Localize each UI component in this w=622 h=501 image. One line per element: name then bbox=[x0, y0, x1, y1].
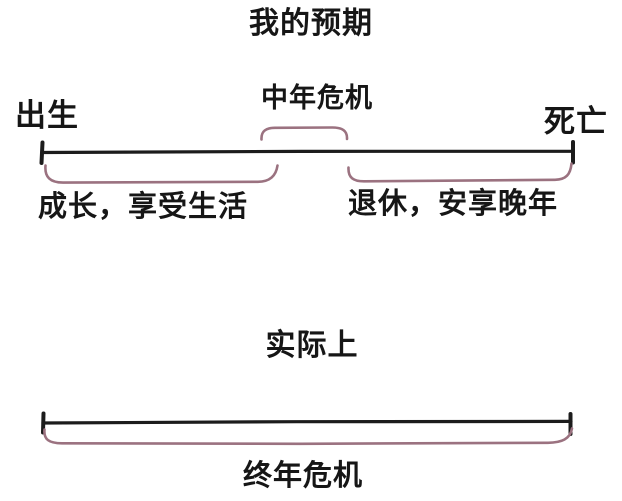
death-label: 死亡 bbox=[544, 104, 608, 140]
midlife-brace bbox=[260, 126, 349, 141]
reality-left-tick bbox=[41, 411, 46, 435]
lifelong-crisis-label: 终年危机 bbox=[242, 458, 364, 492]
growth-brace bbox=[44, 164, 279, 184]
lifelong-crisis-brace bbox=[43, 427, 574, 446]
expectation-timeline bbox=[39, 140, 575, 165]
expectation-title: 我的预期 bbox=[249, 6, 373, 41]
retirement-brace bbox=[347, 162, 573, 183]
reality-timeline bbox=[41, 411, 573, 436]
birth-label: 出生 bbox=[15, 98, 79, 134]
birth-tick bbox=[39, 140, 45, 165]
reality-title: 实际上 bbox=[265, 328, 359, 363]
retirement-phase-label: 退休，安享晚年 bbox=[348, 186, 559, 220]
growth-phase-label: 成长，享受生活 bbox=[38, 189, 249, 223]
midlife-crisis-label: 中年危机 bbox=[261, 83, 373, 114]
